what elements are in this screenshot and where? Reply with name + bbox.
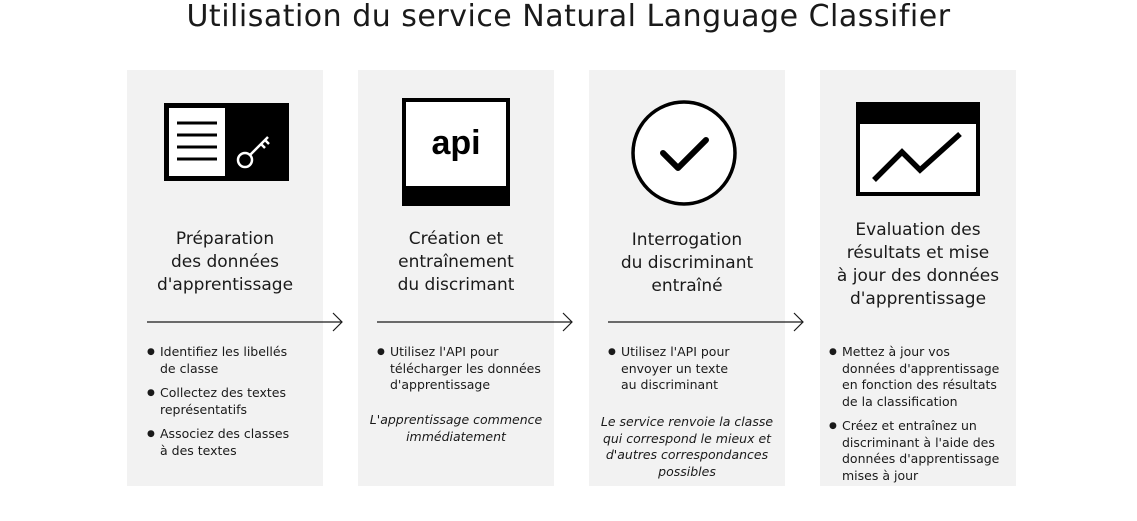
page-title: Utilisation du service Natural Language … bbox=[186, 0, 951, 34]
arrow-right-icon bbox=[377, 312, 573, 332]
window-chart-icon bbox=[856, 102, 980, 196]
arrow-right-icon bbox=[608, 312, 804, 332]
step-heading-creation: Création et entraînement du discrimant bbox=[397, 229, 515, 295]
api-icon: api bbox=[402, 98, 510, 206]
step-heading-interrogation: Interrogation du discriminant entraîné bbox=[620, 230, 754, 296]
step-heading-preparation: Préparation des données d'apprentissage bbox=[156, 229, 294, 295]
step-heading-evaluation: Evaluation des résultats et mise à jour … bbox=[836, 220, 1000, 309]
checkmark-circle-icon bbox=[631, 100, 737, 206]
step-note-creation: L'apprentissage commence immédiatement bbox=[369, 412, 543, 444]
step-note-interrogation: Le service renvoie la classe qui corresp… bbox=[600, 414, 774, 479]
arrow-right-icon bbox=[147, 312, 343, 332]
document-key-icon bbox=[164, 103, 289, 181]
api-icon-label: api bbox=[431, 124, 480, 162]
